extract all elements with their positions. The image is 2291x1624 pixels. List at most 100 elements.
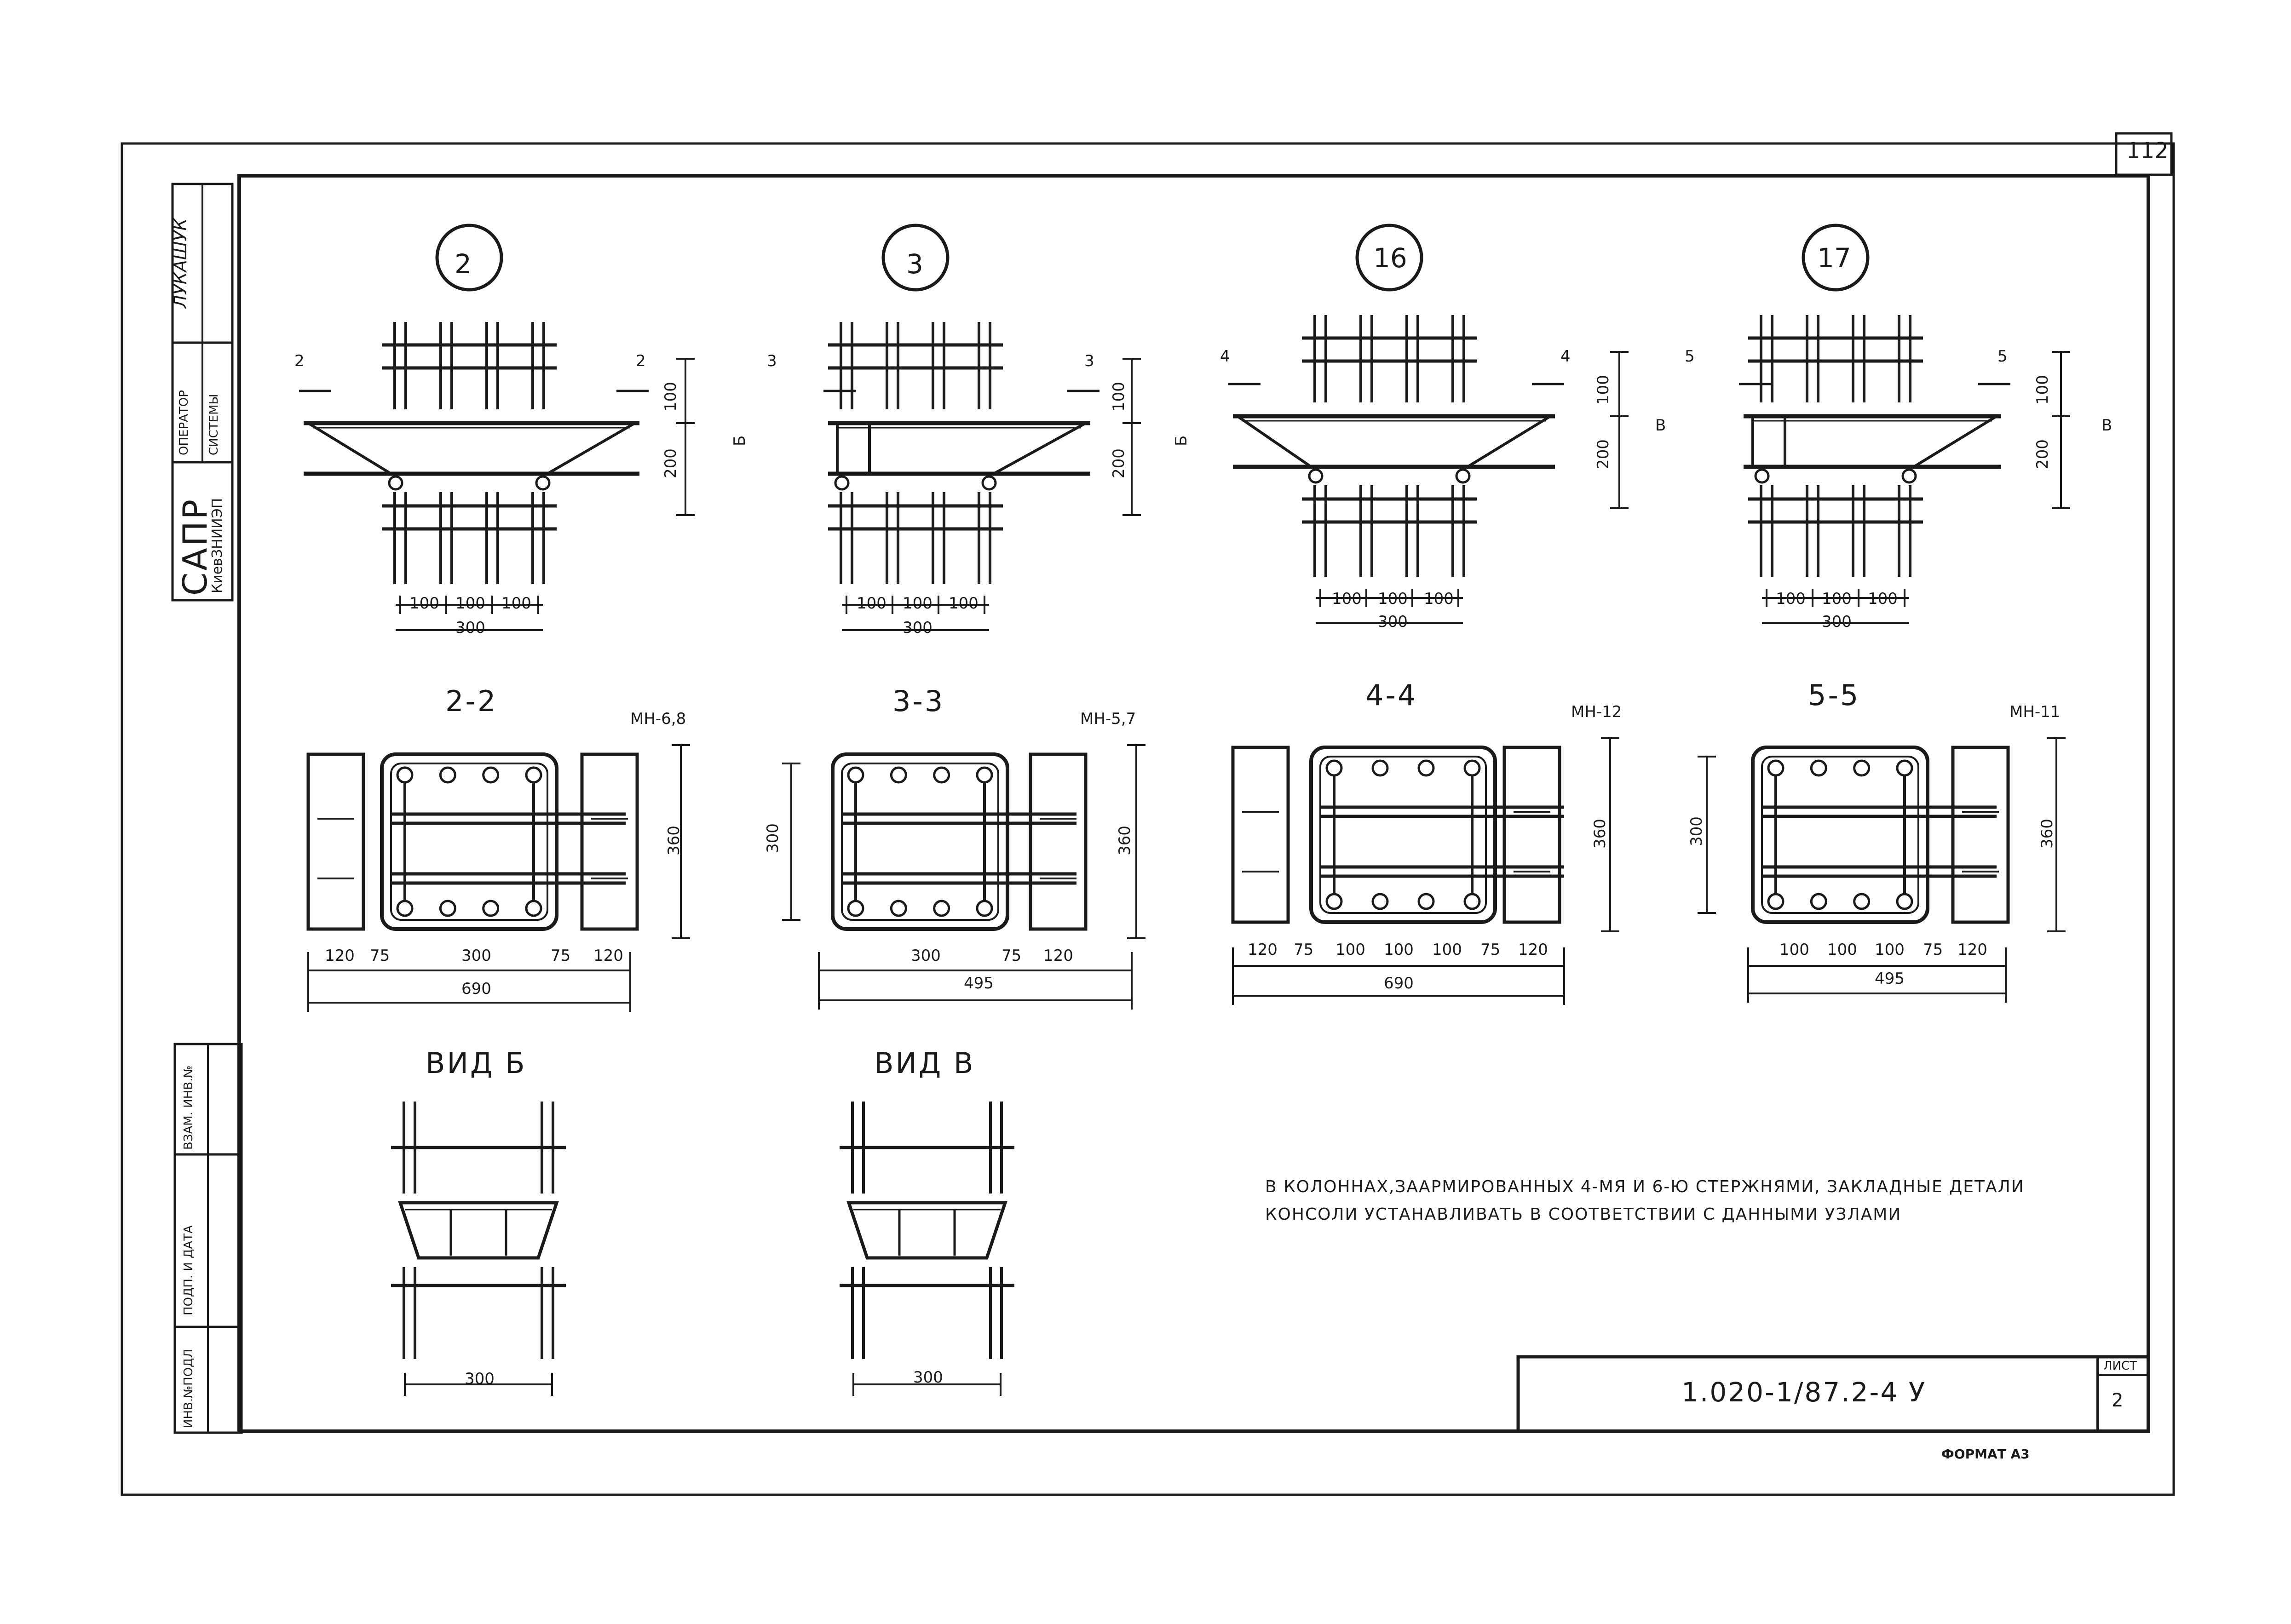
stamp-podp-data: ПОДП. И ДАТА [182,1225,196,1315]
section-4-dim-4: 100 [1432,941,1462,959]
longitudinal-bar [1325,893,1343,910]
section-mark-2-2: МН-6,8 [630,710,686,728]
longitudinal-bar [439,766,456,784]
column-stirrup [1319,756,1487,914]
console-view-outline [846,1201,1007,1260]
section-4-dim-0: 120 [1248,941,1278,959]
section-5-height: 360 [2038,819,2056,849]
weld-node [981,475,997,491]
section-3-total: 495 [964,974,994,993]
stamp-inv-podl: ИНВ.№ПОДЛ [182,1349,196,1428]
cut-mark-5-right: 5 [1997,347,2008,366]
longitudinal-bar [482,766,500,784]
embedded-plate [1502,746,1561,924]
section-mark-5-5: МН-11 [2009,703,2061,721]
elev-2-d1: 100 [409,594,439,613]
stamp-vzam-inv: ВЗАМ. ИНВ.№ [182,1065,196,1150]
node-elevation-0 [299,224,695,631]
longitudinal-bar [933,766,950,784]
section-drawing-3 [1698,737,2066,1003]
section-4-dim-3: 100 [1384,941,1414,959]
node-callout-circle [1802,224,1870,292]
document-code: 1.020-1/87.2-4 У [1681,1377,1927,1408]
inner-frame [237,174,2150,1433]
section-4-height: 360 [1591,819,1609,849]
node-label-16: 16 [1373,242,1407,274]
elev-3-d2: 100 [903,594,933,613]
section-2-total: 690 [461,980,491,998]
longitudinal-bar [1463,759,1481,777]
section-3-dim-2: 120 [1043,947,1073,965]
section-3-height: 360 [1116,826,1134,855]
longitudinal-bar [1417,893,1435,910]
longitudinal-bar [890,900,907,917]
weld-node [1901,468,1917,484]
console-haunch-right [1913,415,1997,468]
node-label-3: 3 [906,248,923,280]
console-haunch-right [993,422,1087,475]
cut-mark-4-left: 4 [1220,347,1230,366]
column-stirrup [841,763,999,921]
elev-3-total: 300 [903,619,933,637]
section-drawing-0 [306,744,690,1012]
section-4-total: 690 [1384,974,1414,993]
section-2-dim-3: 75 [551,947,571,965]
weld-node [535,475,551,491]
console-end-block [1751,415,1786,468]
console-end-block [836,422,871,475]
view-drawing-1 [840,1102,1014,1396]
cut-mark-3-right: 3 [1084,352,1094,370]
longitudinal-bar [396,900,414,917]
elev-17-d2: 100 [1822,590,1852,608]
elev-3-h2: 200 [1110,448,1128,478]
column-section-outline [380,752,558,931]
longitudinal-bar [1417,759,1435,777]
page-number-box [2115,132,2173,176]
section-drawing-2 [1231,737,1619,1005]
node-callout-circle [1355,224,1423,292]
weld-node [1455,468,1471,484]
console-haunch-left [307,422,392,475]
longitudinal-bar [1325,759,1343,777]
stamp-sapr: САПР [176,497,214,596]
view-title-b: ВИД Б [426,1046,527,1080]
elev-2-d3: 100 [501,594,531,613]
section-5-dim-2: 100 [1875,941,1905,959]
longitudinal-bar [976,900,993,917]
node-callout-circle [435,224,503,292]
longitudinal-bar [1767,893,1784,910]
elev-17-h2: 200 [2033,439,2052,469]
elev-17-h1: 100 [2033,375,2052,405]
node-label-2: 2 [455,248,472,280]
stamp-org: КиевЗНИИЭП [209,498,225,593]
section-2-dim-0: 120 [325,947,355,965]
node-elevation-1 [823,224,1141,631]
elev-17-d1: 100 [1776,590,1806,608]
column-section-outline [831,752,1009,931]
column-stirrup [390,763,548,921]
elev-17-total: 300 [1822,613,1852,631]
section-4-dim-2: 100 [1335,941,1365,959]
weld-node [834,475,850,491]
elev-16-h2: 200 [1594,439,1612,469]
section-title-3-3: 3-3 [892,684,945,718]
cut-mark-2-left: 2 [294,352,305,370]
elev-16-d2: 100 [1378,590,1408,608]
section-mark-3-3: МН-5,7 [1080,710,1136,728]
longitudinal-bar [1767,759,1784,777]
longitudinal-bar [847,900,864,917]
longitudinal-bar [1371,893,1389,910]
page-number: 112 [2126,138,2169,164]
weld-node [388,475,403,491]
section-2-dim-1: 75 [370,947,390,965]
section-3-dim-0: 300 [911,947,941,965]
column-stirrup [1761,756,1919,914]
view-v-width: 300 [913,1368,943,1387]
embedded-plate [1951,746,2010,924]
list-label: ЛИСТ [2103,1359,2137,1373]
section-5-dim-1: 100 [1827,941,1857,959]
elev-2-h1: 100 [662,382,680,412]
elev-17-d3: 100 [1868,590,1898,608]
section-4-dim-5: 75 [1480,941,1501,959]
elev-16-d3: 100 [1424,590,1454,608]
